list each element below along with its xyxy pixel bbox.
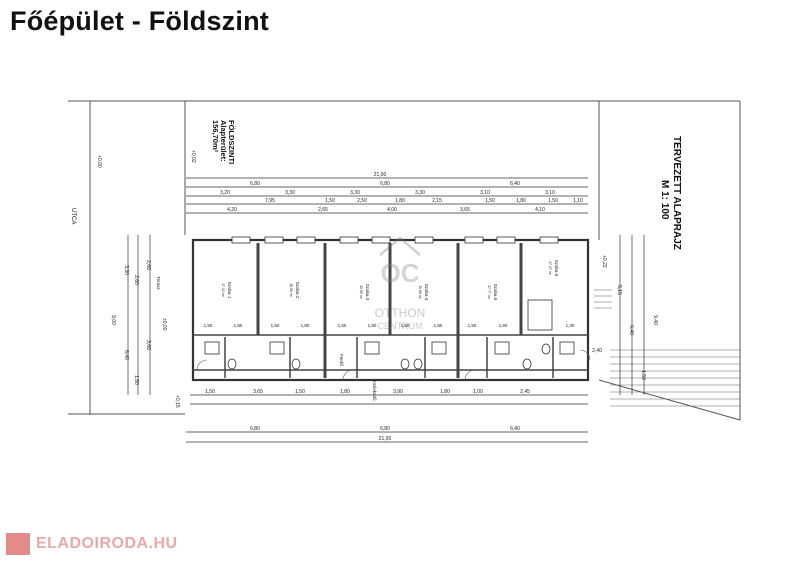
dim-left: 2,60 [133, 275, 139, 285]
dim-left: 3,30 [123, 265, 129, 275]
room-dim: 1,80 [368, 323, 377, 328]
dim-right: 9,40 [652, 315, 658, 325]
dim-top: 1,50 [325, 198, 335, 204]
area-value: 156,70m² [211, 120, 220, 153]
dim-bottom-total: 21,00 [379, 436, 392, 442]
room-label-szoba-5: Szoba-5 [493, 284, 498, 301]
dim-right: 1,50 [640, 370, 646, 380]
room-dim: 1,50 [204, 323, 213, 328]
level-mark: +0,02 [190, 150, 196, 163]
dim-top: 2,65 [318, 207, 328, 213]
dim-right: 2,40 [592, 348, 602, 354]
dim-top: 2,15 [432, 198, 442, 204]
room-dim: 1,50 [271, 323, 280, 328]
dim-left: 3,60 [145, 340, 151, 350]
watermark-text: CENTRUM [378, 321, 423, 331]
dim-bottom: 1,50 [205, 389, 215, 395]
eladoiroda-logo: ELADOIRODA.HU [4, 531, 204, 557]
room-dim: 1,80 [434, 323, 443, 328]
room-dim: 1,50 [401, 323, 410, 328]
page-title: Főépület - Földszint [10, 6, 269, 36]
dim-bottom: 6,80 [250, 426, 260, 432]
dim-left: 2,60 [145, 260, 151, 270]
dim-bottom: 6,40 [510, 426, 520, 432]
room-dim: 1,30 [566, 323, 575, 328]
dim-top: 1,80 [516, 198, 526, 204]
dim-bottom: 1,50 [295, 389, 305, 395]
plan-scale: M 1: 100 [659, 180, 670, 220]
room-area: 15,58 m² [418, 285, 422, 300]
room-label-szoba-6: Szoba-6 [554, 260, 559, 277]
dim-top: 1,50 [485, 198, 495, 204]
room-label-szoba-3: Szoba-3 [365, 284, 370, 301]
dim-bottom: 3,65 [253, 389, 263, 395]
level-mark: +0,00 [96, 155, 102, 168]
dim-top: 6,80 [250, 181, 260, 187]
dim-top: 4,00 [387, 207, 397, 213]
area-label: Alapterület: [219, 120, 228, 162]
dim-right: 5,15 [616, 285, 622, 295]
dim-bottom: 1,80 [440, 389, 450, 395]
level-mark: +0,22 [601, 255, 607, 268]
dim-top: 3,30 [415, 190, 425, 196]
dim-top-total: 21,00 [374, 172, 387, 178]
room-label-furdo: Fürdő [339, 354, 344, 366]
room-dim: 1,80 [301, 323, 310, 328]
dim-right: 6,40 [628, 325, 634, 335]
dim-top: 4,10 [535, 207, 545, 213]
level-mark: +0,15 [174, 395, 180, 408]
street-label: UTCA [70, 208, 76, 224]
room-area: 16,56 m² [289, 283, 293, 298]
area-label: FÖLDSZINTI [227, 120, 236, 164]
room-area: 17,77 m² [487, 285, 491, 300]
dim-top: 6,40 [510, 181, 520, 187]
dim-top: 3,10 [480, 190, 490, 196]
dim-top: 1,10 [573, 198, 583, 204]
room-area: 17,27 m² [548, 261, 552, 276]
room-dim: 1,80 [234, 323, 243, 328]
dim-top: 3,30 [350, 190, 360, 196]
room-label-terasz: Terasz [156, 276, 161, 290]
dim-top: 6,80 [380, 181, 390, 187]
dim-top: 3,30 [285, 190, 295, 196]
room-area: 17,12 m² [221, 283, 225, 298]
dim-top: 1,80 [395, 198, 405, 204]
watermark-logo-icon: OC [381, 258, 420, 288]
dim-top: 7,95 [265, 198, 275, 204]
room-label-szoba-4: Szoba-4 [424, 284, 429, 301]
room-area: 15,55 m² [359, 285, 363, 300]
room-label-szoba-2: Szoba-2 [295, 282, 300, 299]
dim-bottom: 1,00 [473, 389, 483, 395]
dim-left: 1,50 [133, 375, 139, 385]
dim-bottom: 2,45 [520, 389, 530, 395]
dim-top: 4,20 [227, 207, 237, 213]
room-label-szoba-1: Szoba-1 [227, 282, 232, 299]
plan-title: TERVEZETT ALAPRAJZ [671, 136, 682, 250]
dim-bottom: 6,80 [380, 426, 390, 432]
watermark: OC OTTHON CENTRUM [375, 236, 426, 331]
room-dim: 1,80 [499, 323, 508, 328]
dim-bottom: 1,80 [340, 389, 350, 395]
level-mark: ±0,00 [161, 318, 167, 331]
dim-top: 3,65 [460, 207, 470, 213]
house-logo-icon [6, 533, 30, 555]
watermark-text: OTTHON [375, 306, 426, 320]
dim-top: 1,50 [548, 198, 558, 204]
dim-top: 3,20 [220, 190, 230, 196]
logo-text: ELADOIRODA.HU [36, 535, 178, 552]
dim-top: 2,50 [357, 198, 367, 204]
room-dim: 1,50 [468, 323, 477, 328]
dim-bottom: 3,90 [393, 389, 403, 395]
room-label-kozlekedo: Közlekedő [372, 379, 377, 401]
dim-left: 6,40 [123, 350, 129, 360]
dim-top: 3,10 [545, 190, 555, 196]
dim-left: 9,00 [110, 315, 116, 325]
room-dim: 1,50 [338, 323, 347, 328]
